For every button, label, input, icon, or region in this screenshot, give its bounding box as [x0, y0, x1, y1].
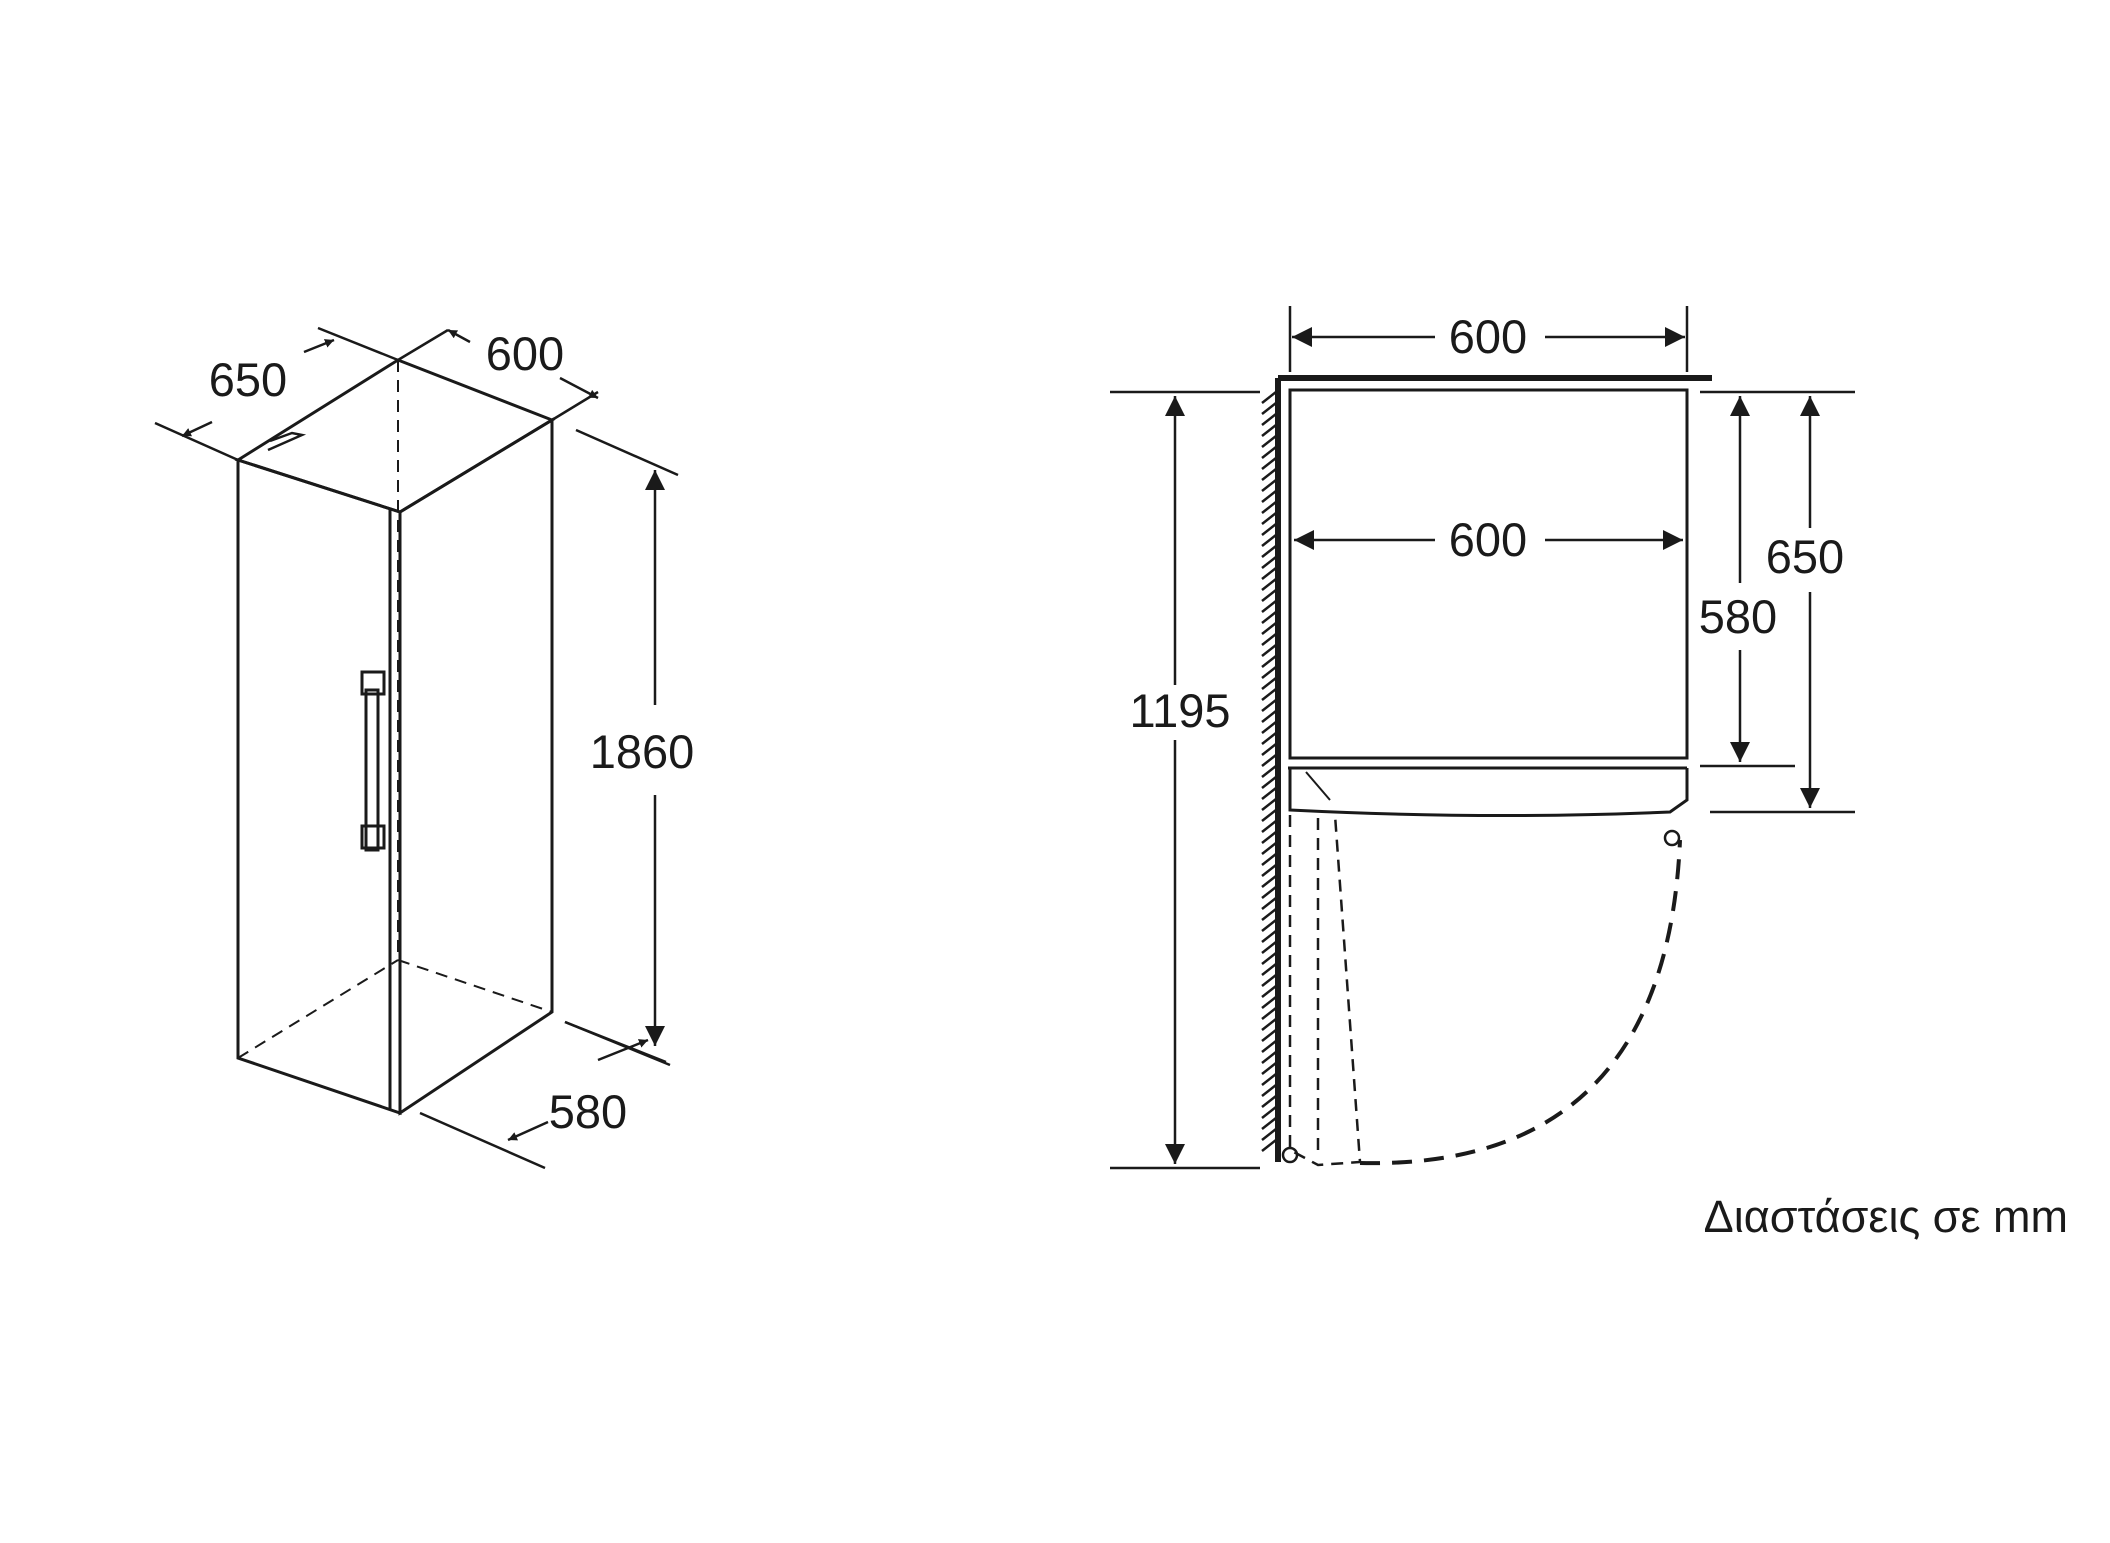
- dimension-body-depth-580: [1700, 390, 1855, 768]
- units-caption: Διαστάσεις σε mm: [1704, 1191, 2068, 1242]
- door-handle: [360, 670, 386, 852]
- dimension-door-depth-650: [1710, 396, 1855, 814]
- wall-hatched: [1261, 375, 1712, 1162]
- dimension-depth-580: [419, 1020, 667, 1170]
- plan-view: 600 600 1195 580 650: [1110, 306, 1855, 1170]
- depth-580-label: 580: [549, 1085, 627, 1138]
- height-1860-label: 1860: [590, 725, 695, 778]
- dimension-plan-width-600-top: [1288, 306, 1689, 372]
- plan-width-600-top-label: 600: [1449, 310, 1527, 363]
- door-depth-650-label: 650: [1766, 530, 1844, 583]
- dimension-depth-650: [154, 326, 399, 462]
- plan-width-600-inner-label: 600: [1449, 513, 1527, 566]
- dimension-overall-depth-1195: [1110, 390, 1260, 1170]
- isometric-view: 650 600 1860 580: [154, 326, 695, 1170]
- width-600-label: 600: [486, 327, 564, 380]
- cabinet-plan: [1281, 388, 1689, 1164]
- dimension-width-600: [397, 328, 599, 422]
- body-depth-580-label: 580: [1699, 590, 1777, 643]
- depth-650-label: 650: [209, 353, 287, 406]
- cabinet-outline: [234, 358, 556, 1116]
- overall-depth-1195-label: 1195: [1129, 684, 1230, 737]
- door-swing-dashed: [1288, 814, 1682, 1167]
